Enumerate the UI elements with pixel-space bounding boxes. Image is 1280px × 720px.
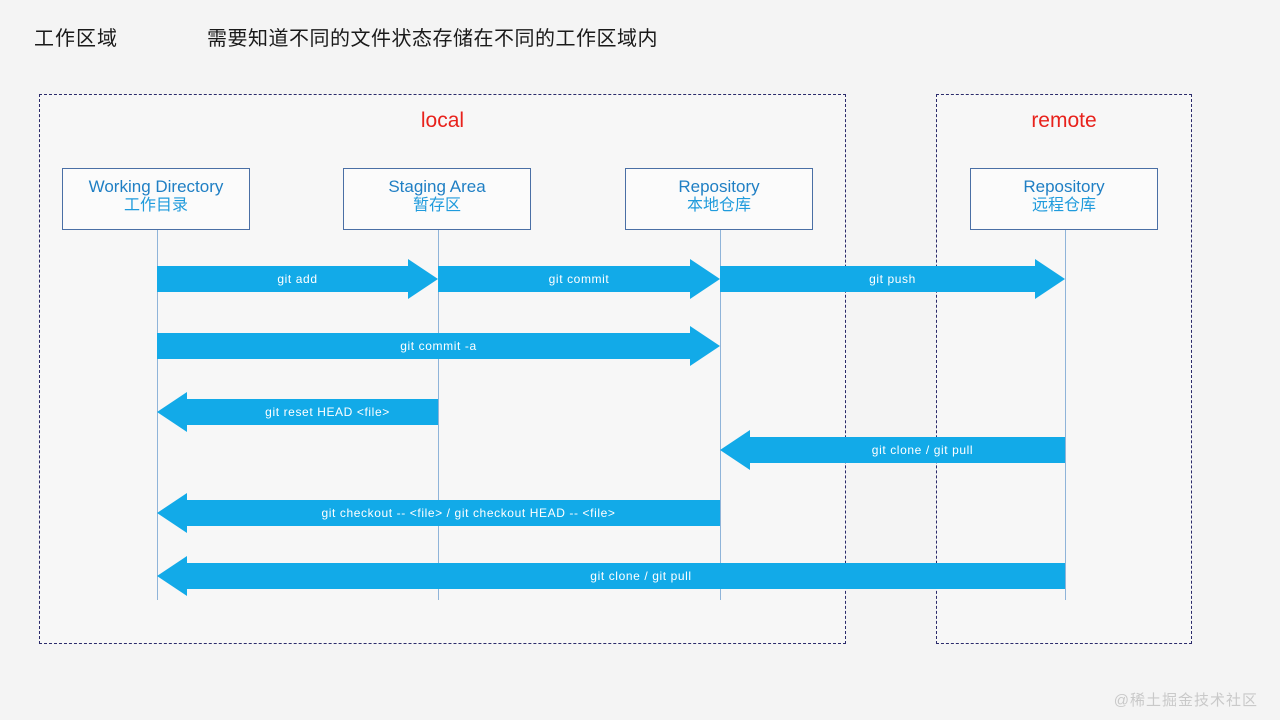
arrow-shape-git-reset-head bbox=[157, 392, 438, 432]
message-arrow-git-clone-pull-repo[interactable]: git clone / git pull bbox=[720, 430, 1065, 470]
node-staging-area[interactable]: Staging Area 暂存区 bbox=[343, 168, 531, 230]
page-title: 工作区域 bbox=[34, 28, 118, 50]
lifeline-local-repository bbox=[720, 230, 721, 600]
node-local-repository-en: Repository bbox=[678, 177, 760, 196]
node-staging-area-en: Staging Area bbox=[388, 177, 486, 196]
node-working-directory-cn: 工作目录 bbox=[123, 197, 188, 215]
lifeline-remote-repository bbox=[1065, 230, 1066, 600]
message-arrow-git-add[interactable]: git add bbox=[157, 259, 438, 299]
watermark: @稀土掘金技术社区 bbox=[1113, 692, 1258, 709]
lifeline-staging-area bbox=[438, 230, 439, 600]
arrow-shape-git-clone-pull-repo bbox=[720, 430, 1065, 470]
node-remote-repository-cn: 远程仓库 bbox=[1031, 197, 1096, 215]
arrow-shape-git-checkout bbox=[157, 493, 720, 533]
arrow-shape-git-commit-a bbox=[157, 326, 720, 366]
arrow-shape-git-push bbox=[720, 259, 1065, 299]
page-subtitle: 需要知道不同的文件状态存储在不同的工作区域内 bbox=[207, 28, 658, 50]
node-working-directory[interactable]: Working Directory 工作目录 bbox=[62, 168, 250, 230]
arrow-shape-git-commit bbox=[438, 259, 720, 299]
node-remote-repository-en: Repository bbox=[1023, 177, 1105, 196]
message-arrow-git-checkout[interactable]: git checkout -- <file> / git checkout HE… bbox=[157, 493, 720, 533]
node-remote-repository[interactable]: Repository 远程仓库 bbox=[970, 168, 1158, 230]
group-label-remote: remote bbox=[1031, 109, 1097, 132]
arrow-shape-git-add bbox=[157, 259, 438, 299]
group-label-local: local bbox=[420, 109, 465, 132]
lifeline-working-directory bbox=[157, 230, 158, 600]
arrow-shape-git-clone-pull-wd bbox=[157, 556, 1065, 596]
node-working-directory-en: Working Directory bbox=[88, 177, 224, 196]
node-local-repository[interactable]: Repository 本地仓库 bbox=[625, 168, 813, 230]
message-arrow-git-push[interactable]: git push bbox=[720, 259, 1065, 299]
node-staging-area-cn: 暂存区 bbox=[412, 197, 461, 215]
message-arrow-git-commit[interactable]: git commit bbox=[438, 259, 720, 299]
message-arrow-git-reset-head[interactable]: git reset HEAD <file> bbox=[157, 392, 438, 432]
message-arrow-git-clone-pull-wd[interactable]: git clone / git pull bbox=[157, 556, 1065, 596]
node-local-repository-cn: 本地仓库 bbox=[686, 197, 751, 215]
message-arrow-git-commit-a[interactable]: git commit -a bbox=[157, 326, 720, 366]
